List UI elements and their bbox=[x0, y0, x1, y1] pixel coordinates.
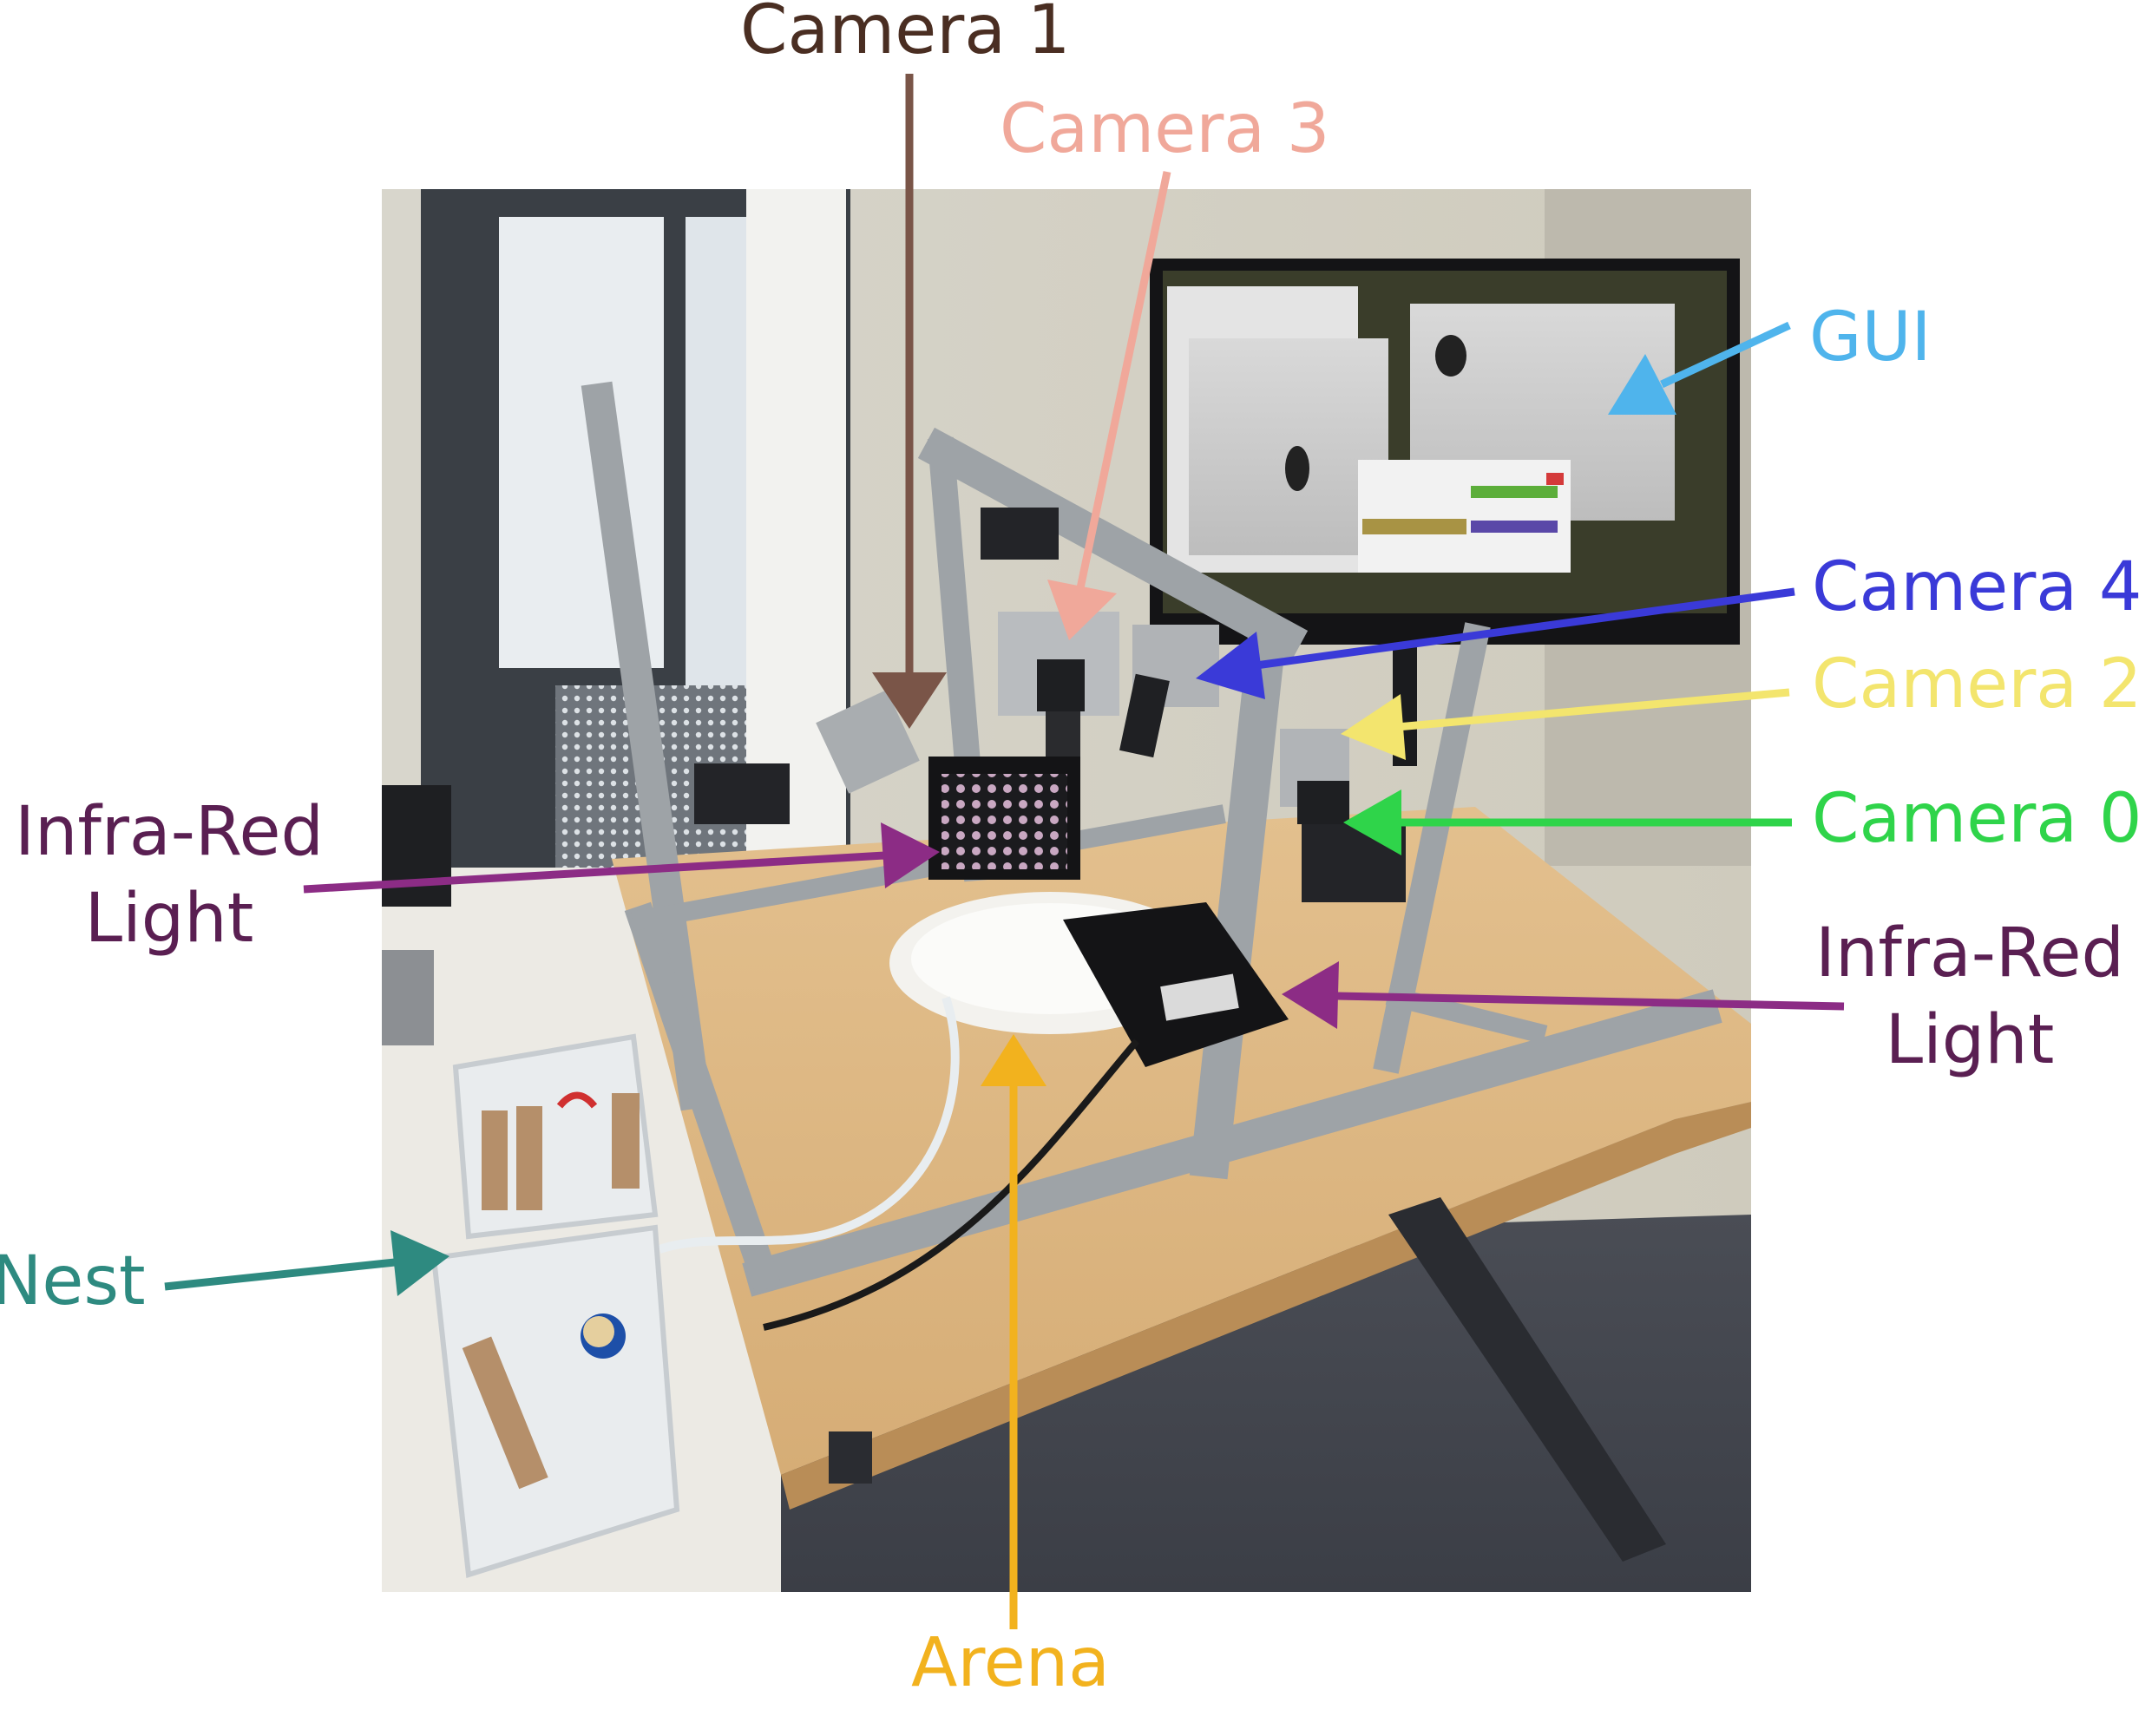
gui-red-button bbox=[1546, 473, 1564, 485]
arrow-camera4-icon bbox=[1196, 587, 1795, 699]
label-infrared-right-line2: Light bbox=[1885, 1000, 2055, 1079]
gui-dialog bbox=[1358, 460, 1571, 573]
table-leg-right bbox=[1388, 1197, 1666, 1562]
label-gui: GUI bbox=[1809, 298, 1932, 377]
power-cable bbox=[763, 1038, 1140, 1331]
gui-purple-bar bbox=[1471, 521, 1558, 533]
table-leg-left bbox=[829, 1431, 872, 1484]
label-nest: Nest bbox=[0, 1242, 146, 1320]
arrow-camera0-icon bbox=[1343, 789, 1792, 855]
arrow-camera1-icon bbox=[872, 74, 947, 729]
photo bbox=[382, 189, 1751, 1592]
arrow-nest-icon bbox=[164, 1230, 449, 1296]
aluminium-frame bbox=[581, 381, 1722, 1297]
arrow-arena-icon bbox=[981, 1034, 1046, 1629]
arrow-infrared-right-icon bbox=[1282, 961, 1845, 1029]
ir-led-array bbox=[942, 774, 1067, 869]
label-camera1: Camera 1 bbox=[740, 0, 1071, 69]
label-camera4: Camera 4 bbox=[1812, 548, 2142, 626]
arrow-camera2-icon bbox=[1341, 688, 1790, 760]
arrows bbox=[164, 74, 1845, 1629]
gui-window-b bbox=[1189, 338, 1388, 555]
label-infrared-right-line1: Infra-Red bbox=[1814, 914, 2125, 992]
label-camera2: Camera 2 bbox=[1812, 645, 2142, 724]
gui-green-bar bbox=[1471, 486, 1558, 498]
label-infrared-right: Infra-Red Light bbox=[1801, 911, 2139, 1084]
label-infrared-left-line1: Infra-Red bbox=[14, 793, 325, 871]
arena-tube bbox=[658, 996, 960, 1254]
floor-socket bbox=[382, 950, 434, 1045]
table-edge bbox=[781, 1102, 1751, 1510]
arrow-camera3-icon bbox=[1047, 171, 1171, 640]
arrow-gui-icon bbox=[1608, 321, 1791, 415]
label-camera3: Camera 3 bbox=[1000, 90, 1330, 168]
label-arena: Arena bbox=[911, 1624, 1110, 1702]
gui-dialog-button bbox=[1362, 519, 1466, 534]
label-infrared-left: Infra-Red Light bbox=[0, 789, 338, 963]
black-device bbox=[382, 785, 451, 907]
camera-hardware bbox=[694, 508, 1406, 902]
label-infrared-left-line2: Light bbox=[84, 879, 254, 958]
arrow-infrared-left-icon bbox=[303, 822, 940, 894]
label-camera0: Camera 0 bbox=[1812, 780, 2142, 858]
nest-boxes bbox=[430, 1033, 680, 1578]
